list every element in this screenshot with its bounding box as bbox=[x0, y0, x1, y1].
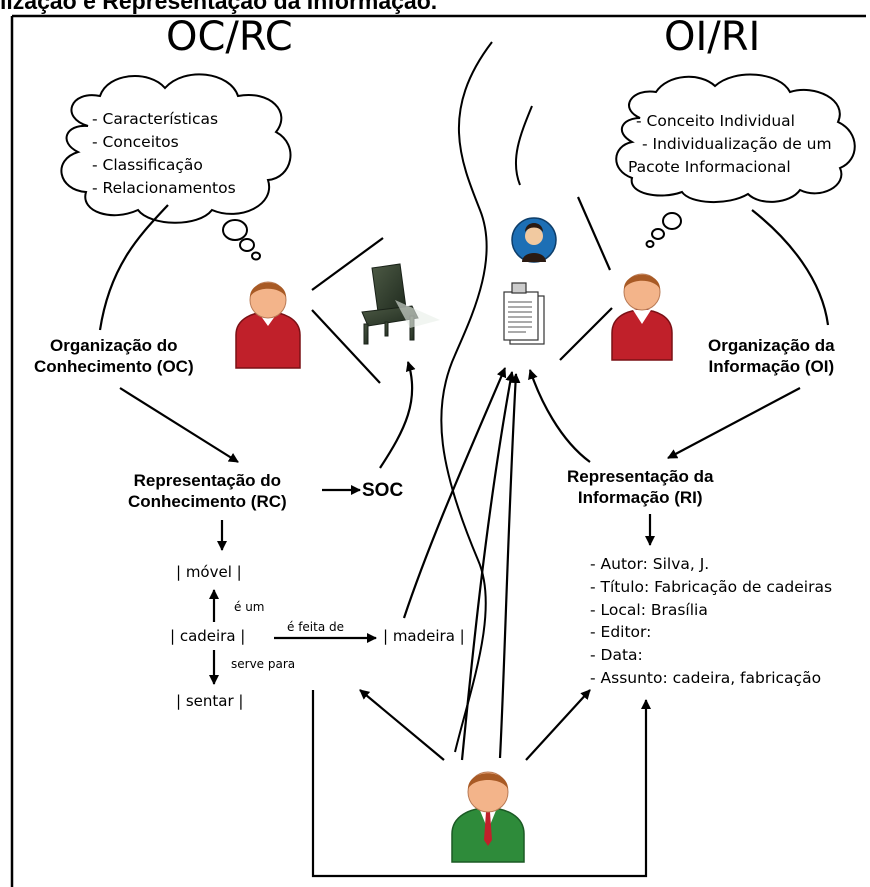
right-thought-item: - Individualização de um bbox=[642, 135, 832, 153]
page-title: lização e Representação da Informação. bbox=[0, 0, 438, 14]
arrow-madeira-to-document bbox=[402, 367, 507, 619]
label-oc: Organização do Conhecimento (OC) bbox=[34, 335, 194, 377]
left-thought-item: - Classificação bbox=[92, 156, 203, 174]
concept-sentar: | sentar | bbox=[176, 692, 244, 710]
person-chair-line-lower bbox=[311, 309, 381, 384]
knowledge-organizer-person bbox=[235, 281, 301, 369]
right-thought-item: Pacote Informacional bbox=[628, 158, 791, 176]
left-thought-item: - Características bbox=[92, 110, 219, 128]
information-organizer-person bbox=[611, 273, 673, 361]
label-ri: Representação da Informação (RI) bbox=[567, 466, 713, 508]
left-thought-item: - Relacionamentos bbox=[92, 179, 236, 197]
label-oc-line2: Conhecimento (OC) bbox=[34, 357, 194, 376]
metadata-item: - Autor: Silva, J. bbox=[590, 555, 710, 573]
arrow-oi-to-ri bbox=[667, 387, 801, 459]
chair-image bbox=[361, 263, 440, 345]
right-thought-cloud bbox=[615, 73, 856, 248]
arrow-soc-to-chair bbox=[379, 361, 416, 469]
relation-e-um: é um bbox=[234, 600, 265, 614]
metadata-item: - Título: Fabricação de cadeiras bbox=[590, 577, 833, 596]
section-title-right: OI/RI bbox=[664, 14, 761, 60]
metadata-item: - Local: Brasília bbox=[590, 600, 708, 619]
left-thought-cloud bbox=[60, 73, 292, 261]
arrow-user-to-ri bbox=[525, 689, 591, 761]
central-divider bbox=[440, 41, 533, 753]
label-rc: Representação do Conhecimento (RC) bbox=[128, 470, 287, 512]
document-image bbox=[503, 282, 545, 345]
metadata-list: - Autor: Silva, J. - Título: Fabricação … bbox=[590, 553, 832, 690]
relation-serve-para: serve para bbox=[231, 657, 296, 671]
arrow-user-to-rc bbox=[359, 689, 445, 761]
relation-e-feita-de: é feita de bbox=[287, 620, 345, 634]
label-oi-line1: Organização da bbox=[708, 336, 835, 355]
metadata-item: - Assunto: cadeira, fabricação bbox=[590, 668, 822, 687]
outer-frame bbox=[10, 14, 866, 887]
concept-movel: | móvel | bbox=[176, 563, 242, 581]
label-oi: Organização da Informação (OI) bbox=[708, 335, 835, 377]
left-thought-item: - Conceitos bbox=[92, 133, 179, 151]
arrow-ri-to-document bbox=[528, 369, 591, 463]
user-person bbox=[451, 771, 525, 863]
left-thought-text: - Características - Conceitos - Classifi… bbox=[92, 108, 236, 200]
label-oc-line1: Organização do bbox=[50, 336, 178, 355]
metadata-item: - Data: bbox=[590, 646, 643, 665]
right-thought-item: - Conceito Individual bbox=[636, 112, 795, 130]
right-thought-text: - Conceito Individual - Individualização… bbox=[628, 110, 832, 179]
label-oi-line2: Informação (OI) bbox=[708, 357, 835, 376]
section-title-left: OC/RC bbox=[166, 14, 293, 60]
arrow-user-to-document-2 bbox=[498, 373, 521, 759]
author-portrait bbox=[511, 217, 557, 263]
person-chair-line-upper bbox=[311, 237, 384, 291]
arrow-user-to-document-1 bbox=[460, 371, 516, 761]
bottom-bracket-arrow bbox=[311, 690, 651, 878]
label-ri-line2: Informação (RI) bbox=[577, 488, 703, 507]
metadata-item: - Editor: bbox=[590, 623, 652, 642]
label-rc-line2: Conhecimento (RC) bbox=[128, 492, 287, 511]
concept-cadeira: | cadeira | bbox=[170, 627, 246, 645]
concept-madeira: | madeira | bbox=[383, 627, 465, 645]
label-soc: SOC bbox=[362, 480, 404, 501]
label-ri-line1: Representação da bbox=[567, 467, 714, 486]
connectors bbox=[98, 196, 830, 878]
label-rc-line1: Representação do bbox=[133, 471, 282, 490]
arrow-oc-to-rc bbox=[119, 387, 239, 463]
